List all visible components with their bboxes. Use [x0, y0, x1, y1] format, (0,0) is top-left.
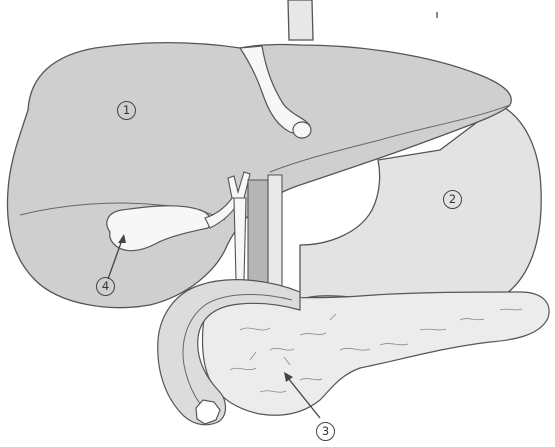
portal-vein	[248, 180, 268, 292]
stray-mark	[436, 12, 438, 18]
label-liver: 1	[117, 101, 136, 120]
vena-cava	[268, 175, 282, 292]
label-pancreas: 3	[316, 422, 335, 441]
label-gallbladder: 4	[96, 277, 115, 296]
round-ligament-end	[293, 122, 311, 138]
esophagus	[288, 0, 313, 40]
label-stomach: 2	[443, 190, 462, 209]
